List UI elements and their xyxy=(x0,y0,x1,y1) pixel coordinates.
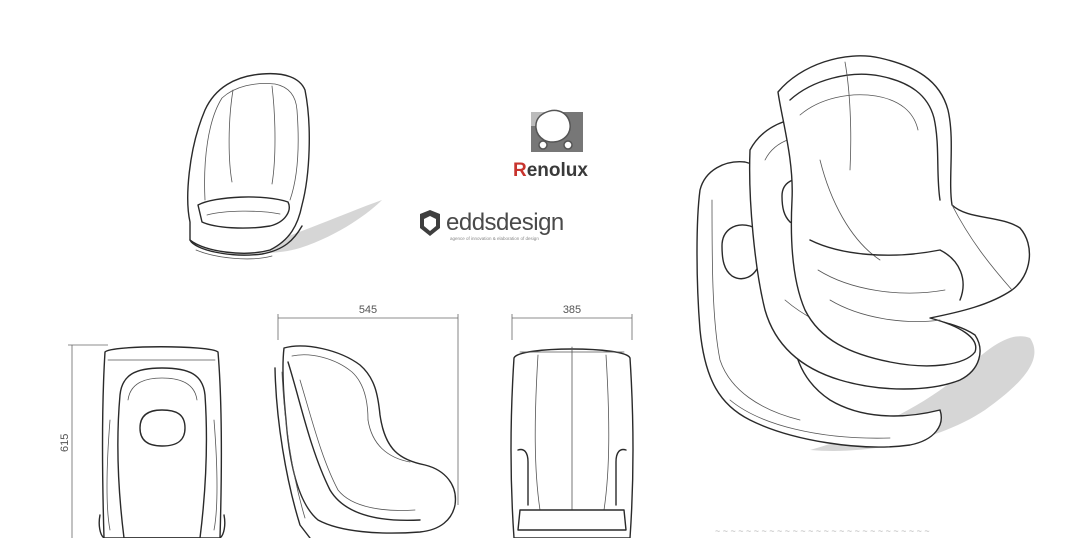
seat-perspective-large xyxy=(696,55,1035,451)
seat-front-view: 615 xyxy=(59,344,226,538)
edds-tagline: agence of innovation & elaboration of de… xyxy=(450,236,539,241)
seat-back-view: 385 xyxy=(510,304,634,538)
renolux-logo: Renolux xyxy=(513,109,588,181)
handwritten-note: ~ ~ ~ ~ ~ ~ ~ ~ ~ ~ ~ ~ ~ ~ ~ ~ ~ ~ ~ ~ … xyxy=(715,526,930,536)
dim-height-label: 615 xyxy=(59,434,71,452)
edds-wordmark: eddsdesign xyxy=(446,209,564,236)
dim-width-back-label: 385 xyxy=(563,304,581,316)
dim-width-side-label: 545 xyxy=(359,304,377,316)
eddsdesign-logo: eddsdesign agence of innovation & elabor… xyxy=(420,209,564,241)
seat-perspective-small xyxy=(187,72,382,260)
renolux-wordmark: Renolux xyxy=(513,160,588,181)
seat-side-view: 545 xyxy=(274,304,459,538)
